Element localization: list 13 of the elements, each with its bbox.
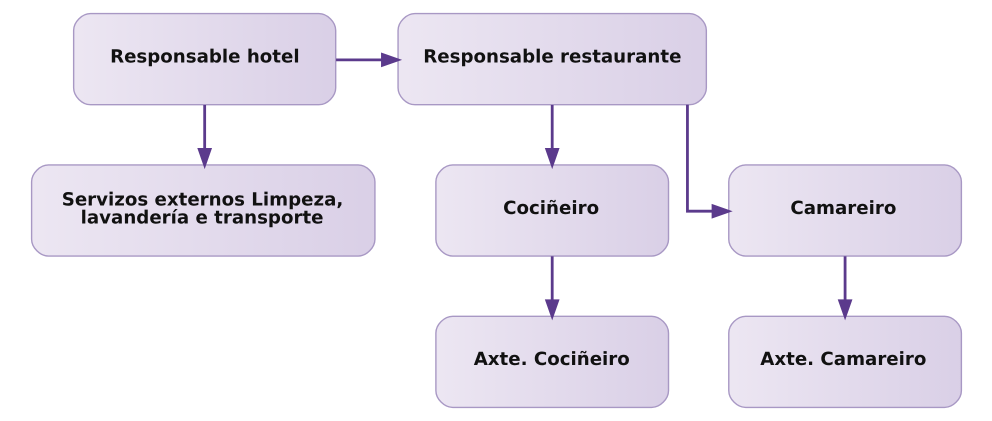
node-box: Servizos externos Limpeza, lavandería e transporte	[30, 164, 376, 257]
node-box: Cociñeiro	[434, 164, 669, 257]
node-box: Axte. Camareiro	[728, 316, 962, 408]
arrow	[544, 104, 560, 170]
arrow	[196, 104, 212, 170]
node-box: Camareiro	[728, 164, 962, 257]
node-box: Responsable restaurante	[396, 12, 707, 106]
arrow	[837, 256, 852, 320]
arrow	[336, 52, 402, 68]
node-box: Responsable hotel	[72, 12, 336, 106]
arrow	[686, 104, 732, 219]
node-box: Axte. Cociñeiro	[434, 316, 669, 408]
arrow	[544, 256, 560, 320]
